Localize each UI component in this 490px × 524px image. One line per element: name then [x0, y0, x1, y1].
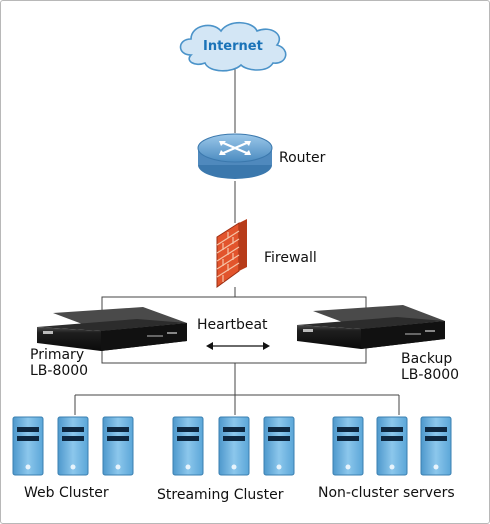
server-icon: [332, 416, 364, 476]
server-icon: [172, 416, 204, 476]
server-icon: [218, 416, 250, 476]
noncluster-servers-label: Non-cluster servers: [318, 485, 455, 501]
router-label: Router: [279, 150, 326, 166]
internet-label: Internet: [203, 39, 263, 54]
primary-label-line2: LB-8000: [30, 363, 89, 379]
primary-label-line1: Primary: [30, 347, 85, 363]
heartbeat-arrow: [206, 342, 270, 350]
internet-cloud-icon: [179, 21, 287, 72]
streaming-cluster-label: Streaming Cluster: [157, 487, 284, 503]
backup-label-line2: LB-8000: [401, 367, 460, 383]
router-icon: [197, 133, 273, 179]
server-icon: [57, 416, 89, 476]
server-icon: [12, 416, 44, 476]
web-cluster-label: Web Cluster: [24, 485, 109, 501]
primary-lb-icon: [37, 307, 187, 351]
server-icon: [376, 416, 408, 476]
firewall-icon: [216, 219, 247, 288]
noncluster-servers: [332, 416, 452, 476]
backup-lb-icon: [297, 305, 445, 349]
streaming-cluster-servers: [172, 416, 295, 476]
heartbeat-label: Heartbeat: [197, 317, 268, 333]
web-cluster-servers: [12, 416, 134, 476]
server-icon: [263, 416, 295, 476]
server-icon: [420, 416, 452, 476]
backup-label-line1: Backup: [401, 351, 453, 367]
server-icon: [102, 416, 134, 476]
firewall-label: Firewall: [264, 250, 317, 266]
